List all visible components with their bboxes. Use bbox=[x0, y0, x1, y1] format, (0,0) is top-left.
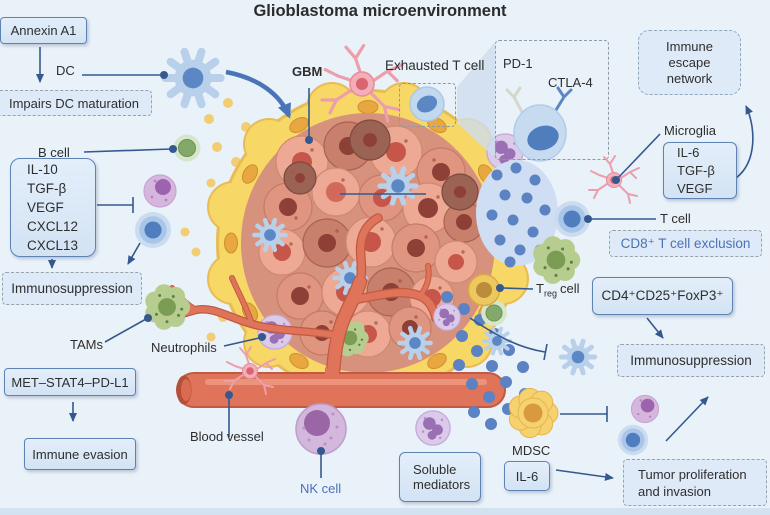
page-title: Glioblastoma microenvironment bbox=[253, 2, 507, 20]
purple-lymphocyte-icon bbox=[143, 174, 177, 208]
cytokine-item: CXCL13 bbox=[27, 238, 79, 253]
right-cytokine-box: IL-6 TGF-β VEGF bbox=[663, 142, 737, 199]
met-stat4-pdl1-box: MET–STAT4–PD-L1 bbox=[4, 368, 136, 396]
microglia-in-tumor-icon bbox=[254, 220, 285, 250]
microglia-label: Microglia bbox=[664, 123, 717, 138]
t-cell-with-receptors-icon bbox=[505, 86, 573, 162]
zoom-cone bbox=[457, 42, 495, 158]
cytokine-item: VEGF bbox=[677, 180, 713, 196]
blood-vessel bbox=[161, 213, 506, 412]
nk-cell-icon bbox=[295, 403, 347, 455]
t-cell-label: T cell bbox=[660, 211, 691, 226]
cd8-t-cell-exclusion-box: CD8⁺ T cell exclusion bbox=[609, 230, 762, 257]
annexin-a1-box: Annexin A1 bbox=[0, 17, 87, 44]
mdsc-icon bbox=[508, 387, 559, 439]
il6-box: IL-6 bbox=[504, 461, 550, 491]
tam-icon bbox=[145, 284, 191, 330]
neutrophil-icon bbox=[415, 410, 451, 446]
connectors bbox=[36, 47, 754, 481]
gbm-label: GBM bbox=[292, 64, 323, 79]
cytokine-item: TGF-β bbox=[27, 181, 67, 196]
immunosuppression-left-box: Immunosuppression bbox=[2, 272, 142, 305]
dc-label: DC bbox=[56, 63, 75, 78]
soluble-mediators-box: Soluble mediators bbox=[399, 452, 481, 502]
exhausted-t-cell-label: Exhausted T cell bbox=[385, 58, 485, 73]
blue-lymphocyte-icon bbox=[134, 211, 172, 249]
tumor-proliferation-box: Tumor proliferation and invasion bbox=[623, 459, 767, 506]
peripheral-cells bbox=[134, 43, 660, 456]
checkpoint-inset-box bbox=[495, 40, 609, 160]
blood-vessel-label: Blood vessel bbox=[190, 429, 264, 444]
nk-cell-label: NK cell bbox=[300, 481, 342, 496]
immune-evasion-box: Immune evasion bbox=[24, 438, 136, 470]
left-cytokine-box: IL-10 TGF-β VEGF CXCL12 CXCL13 bbox=[10, 158, 96, 257]
immunosuppression-right-box: Immunosuppression bbox=[617, 344, 765, 377]
immune-escape-network-box: Immune escape network bbox=[638, 30, 741, 95]
pd1-receptor-icon bbox=[505, 86, 524, 114]
cytokine-item: IL-10 bbox=[27, 162, 58, 177]
tumor-cell-speckles bbox=[289, 131, 465, 325]
cd4-cd25-foxp3-box: CD4⁺CD25⁺FoxP3⁺ bbox=[592, 277, 733, 315]
ctla4-label: CTLA-4 bbox=[548, 75, 593, 90]
b-cell-icon bbox=[173, 134, 201, 162]
treg-cell-icon bbox=[467, 273, 501, 307]
cytokine-item: TGF-β bbox=[677, 162, 715, 178]
dendritic-cell-icon bbox=[165, 52, 220, 104]
b-cell-label: B cell bbox=[38, 145, 70, 160]
neutrophils-label: Neutrophils bbox=[151, 340, 217, 355]
inhibited-dc-icon bbox=[561, 341, 595, 373]
mdsc-label: MDSC bbox=[512, 443, 551, 458]
cytokine-item: CXCL12 bbox=[27, 219, 79, 234]
cytokine-item: IL-6 bbox=[677, 144, 700, 160]
tams-label: TAMs bbox=[70, 337, 103, 352]
bottom-strip bbox=[0, 508, 770, 515]
impairs-dc-maturation-box: Impairs DC maturation bbox=[0, 90, 152, 116]
exhausted-t-cell-inset-box bbox=[399, 83, 456, 127]
pd1-label: PD-1 bbox=[503, 56, 533, 71]
cytokine-item: VEGF bbox=[27, 200, 64, 215]
ctla4-receptor-icon bbox=[554, 86, 573, 112]
